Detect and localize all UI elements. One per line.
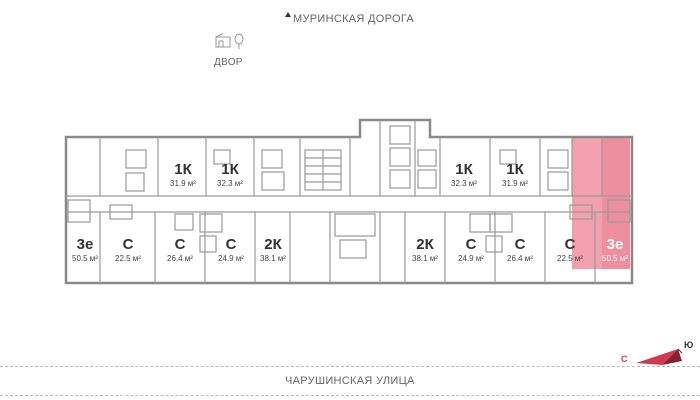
apartment-area: 50.5 м² <box>602 254 628 263</box>
compass-south-label: С <box>621 354 628 364</box>
apartment-area: 22.5 м² <box>557 254 583 263</box>
compass-north-label: Ю <box>684 340 694 350</box>
apartment-c-4[interactable]: С 24.9 м² <box>449 237 493 264</box>
compass-icon <box>636 348 683 365</box>
apartment-area: 32.3 м² <box>451 179 477 188</box>
apartment-2k-b[interactable]: 2К 38.1 м² <box>408 237 442 264</box>
north-arrow-icon <box>285 12 291 17</box>
apartment-type: С <box>465 236 477 253</box>
apartment-c-5[interactable]: С 26.4 м² <box>498 237 542 264</box>
apartment-area: 26.4 м² <box>507 254 533 263</box>
apartment-type: 3е <box>606 236 624 253</box>
apartment-type: С <box>225 236 237 253</box>
apartment-area: 26.4 м² <box>167 254 193 263</box>
apartment-area: 32.3 м² <box>217 179 243 188</box>
apartment-area: 38.1 м² <box>260 254 286 263</box>
yard-icon <box>215 33 244 49</box>
apartment-c-1[interactable]: С 22.5 м² <box>105 237 151 264</box>
apartment-type: С <box>564 236 576 253</box>
yard-label: ДВОР <box>214 57 243 68</box>
apartment-area: 38.1 м² <box>412 254 438 263</box>
apartment-area: 31.9 м² <box>502 179 528 188</box>
street-label-bottom: ЧАРУШИНСКАЯ УЛИЦА <box>285 375 415 387</box>
apartment-c-2[interactable]: С 26.4 м² <box>158 237 202 264</box>
street-line-bottom <box>0 395 700 396</box>
apartment-3e-right-selected[interactable]: 3е 50.5 м² <box>598 237 632 264</box>
apartment-area: 50.5 м² <box>72 254 98 263</box>
apartment-area: 31.9 м² <box>170 179 196 188</box>
street-line-top <box>0 366 700 367</box>
apartment-type: 1К <box>455 161 473 178</box>
apartment-type: С <box>122 236 134 253</box>
apartment-area: 22.5 м² <box>115 254 141 263</box>
apartment-c-6[interactable]: С 22.5 м² <box>548 237 592 264</box>
apartment-area: 24.9 м² <box>458 254 484 263</box>
apartment-1k-c[interactable]: 1К 32.3 м² <box>445 162 483 189</box>
apartment-type: 3е <box>76 236 94 253</box>
apartment-2k-a[interactable]: 2К 38.1 м² <box>256 237 290 264</box>
apartment-type: 1К <box>221 161 239 178</box>
apartment-type: С <box>514 236 526 253</box>
road-label-top: МУРИНСКАЯ ДОРОГА <box>293 13 415 25</box>
apartment-3e-left[interactable]: 3е 50.5 м² <box>70 237 100 264</box>
apartment-type: 2К <box>416 236 434 253</box>
apartment-type: 2К <box>264 236 282 253</box>
apartment-c-3[interactable]: С 24.9 м² <box>210 237 252 264</box>
apartment-type: 1К <box>174 161 192 178</box>
apartment-1k-d[interactable]: 1К 31.9 м² <box>496 162 534 189</box>
apartment-type: С <box>174 236 186 253</box>
apartment-1k-b[interactable]: 1К 32.3 м² <box>211 162 249 189</box>
apartment-1k-a[interactable]: 1К 31.9 м² <box>165 162 201 189</box>
apartment-type: 1К <box>506 161 524 178</box>
apartment-area: 24.9 м² <box>218 254 244 263</box>
